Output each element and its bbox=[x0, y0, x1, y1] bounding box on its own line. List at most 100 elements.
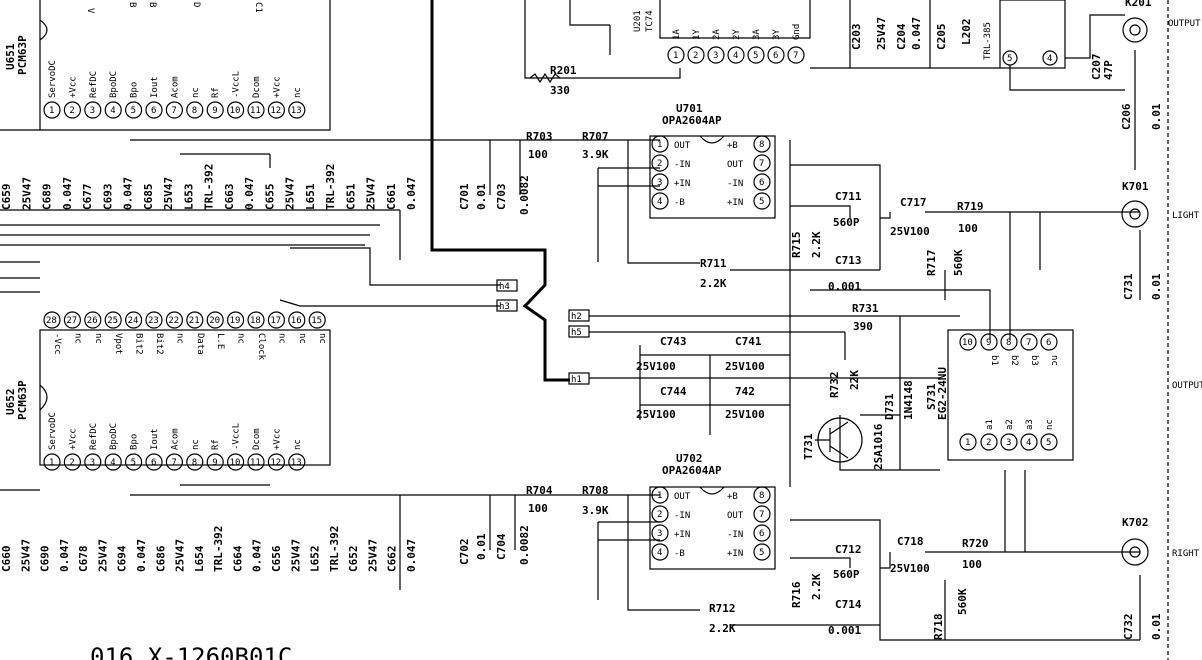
u652-pin-3 bbox=[84, 453, 102, 471]
u652-pin-label-4: BpoDC bbox=[109, 423, 119, 450]
u652-pin-20 bbox=[206, 311, 224, 329]
r731-val: 390 bbox=[853, 320, 873, 333]
u652-pin-label-6: Iout bbox=[150, 428, 160, 450]
u201-pin-num-1: 1 bbox=[673, 51, 678, 61]
u651-pin-4 bbox=[104, 101, 122, 119]
u652-pin-num-9: 9 bbox=[212, 458, 217, 468]
t731-ref: T731 bbox=[802, 433, 815, 460]
u201-pin-label-5: 3A bbox=[752, 29, 762, 40]
u701-ref: U701 bbox=[676, 102, 703, 115]
r707-ref: R707 bbox=[582, 130, 609, 143]
c206-ref: C206 bbox=[1120, 103, 1133, 130]
u651-pin-label-13: nc bbox=[293, 87, 303, 98]
analog-label: OUTPUT ANALOG bbox=[1172, 381, 1202, 391]
r712-val: 2.2K bbox=[709, 622, 736, 635]
u201-pin-num-7: 7 bbox=[793, 51, 798, 61]
u701-pin-7 bbox=[753, 154, 771, 172]
lower-part-label-12: C664 bbox=[231, 545, 244, 572]
c718-val: 25V100 bbox=[890, 562, 930, 575]
upper-part-label-0: C659 bbox=[0, 184, 13, 211]
relay-pin-num-10: 10 bbox=[962, 338, 973, 348]
lower-part-label-13: 0.047 bbox=[251, 539, 264, 572]
u201-pin-label-2: 1Y bbox=[692, 29, 702, 40]
r711-ref: R711 bbox=[700, 257, 727, 270]
u652-pin-num-27: 27 bbox=[66, 316, 77, 326]
upper-part-label-6: 0.047 bbox=[122, 177, 135, 210]
left-bus-wires bbox=[0, 129, 500, 590]
l202-ref: L202 bbox=[960, 19, 973, 46]
lower-part-label-2: C690 bbox=[39, 546, 52, 573]
u702-pin-label-4: -B bbox=[674, 549, 685, 559]
u201-pin-num-5: 5 bbox=[753, 51, 758, 61]
upper-part-label-1: 25V47 bbox=[20, 177, 33, 210]
k702-label: RIGHT bbox=[1172, 549, 1200, 559]
u702-pin-num-8: 8 bbox=[759, 491, 764, 501]
u651-pin-num-7: 7 bbox=[171, 106, 176, 116]
relay-pin-label-2: a1 bbox=[985, 419, 995, 430]
u702-pin-label-1: OUT bbox=[674, 492, 691, 502]
u652-pin-10 bbox=[227, 453, 245, 471]
relay-pin-label-9: b1 bbox=[989, 355, 999, 366]
lower-part-label-9: 25V47 bbox=[174, 539, 187, 572]
u651-pin-num-6: 6 bbox=[151, 106, 156, 116]
u651-pin-label-5: Bpo bbox=[130, 82, 140, 98]
r732-ref: R732 bbox=[828, 372, 841, 399]
r707-val: 3.9K bbox=[582, 148, 609, 161]
net-h3: h3 bbox=[499, 302, 510, 312]
u652-pin-26 bbox=[84, 311, 102, 329]
c742-ref: 742 bbox=[735, 385, 755, 398]
u652-pin-num-24: 24 bbox=[128, 316, 139, 326]
lower-part-label-20: C662 bbox=[386, 546, 399, 573]
r711-val: 2.2K bbox=[700, 277, 727, 290]
relay-pin-num-3: 3 bbox=[1006, 438, 1011, 448]
u702-part: OPA2604AP bbox=[662, 464, 722, 477]
u652-pin-22 bbox=[165, 311, 183, 329]
net-h5: h5 bbox=[571, 328, 582, 338]
u651-pin-label-12: +Vcc bbox=[272, 76, 282, 98]
c205-ref: C205 bbox=[935, 24, 948, 51]
r703-val: 100 bbox=[528, 148, 548, 161]
lower-part-label-8: C686 bbox=[154, 545, 167, 572]
u701-pin-label-6: -IN bbox=[727, 179, 743, 189]
u702-pin-num-5: 5 bbox=[759, 548, 764, 558]
u651-pin-num-12: 12 bbox=[270, 106, 281, 116]
u651-ref: U651 bbox=[4, 43, 17, 70]
u652-pin-label-27: nc bbox=[72, 333, 82, 344]
u652-pin-label-28: -Vcc bbox=[52, 333, 62, 355]
r201-ref: R201 bbox=[550, 64, 577, 77]
r719-ref: R719 bbox=[957, 200, 984, 213]
u652-pin-num-28: 28 bbox=[46, 316, 57, 326]
drawing-number: 016 X-1260B01C bbox=[90, 643, 292, 660]
upper-part-label-16: TRL-392 bbox=[324, 164, 337, 210]
u652-pin-15 bbox=[308, 311, 326, 329]
k702-ref: K702 bbox=[1122, 516, 1149, 529]
u201-pin-6 bbox=[767, 46, 785, 64]
u701-pin-label-2: -IN bbox=[674, 160, 690, 170]
upper-part-label-4: C677 bbox=[81, 184, 94, 211]
u702-pin-label-2: -IN bbox=[674, 511, 690, 521]
analog-wiring bbox=[455, 139, 1141, 641]
u701-pin-num-8: 8 bbox=[759, 140, 764, 150]
relay-pin-num-6: 6 bbox=[1046, 338, 1051, 348]
r717-val: 560K bbox=[952, 249, 965, 276]
u652-pin-num-13: 13 bbox=[291, 458, 302, 468]
u652-pin-num-23: 23 bbox=[148, 316, 159, 326]
svg-text:5: 5 bbox=[1007, 54, 1012, 64]
d731-ref: D731 bbox=[883, 393, 896, 420]
upper-part-label-2: C689 bbox=[41, 184, 54, 211]
analog-parts: R703 100 R707 3.9K R704 100 R708 3.9K C7… bbox=[458, 130, 989, 640]
relay-pin-label-4: a3 bbox=[1025, 419, 1035, 430]
u651-pin-10 bbox=[227, 101, 245, 119]
u702-pin-num-1: 1 bbox=[657, 491, 662, 501]
u201-pin-label-4: 2Y bbox=[732, 29, 742, 40]
u652-pin-num-18: 18 bbox=[250, 316, 261, 326]
u651-pin-12 bbox=[267, 101, 285, 119]
u201-pin-label-6: 3Y bbox=[772, 29, 782, 40]
u201-pin-label-1: 1A bbox=[672, 29, 682, 40]
u651-pin-label-4: BpoDC bbox=[109, 71, 119, 98]
u651-pin-label-8: nc bbox=[191, 87, 201, 98]
u702-pin-label-3: +IN bbox=[674, 530, 690, 540]
